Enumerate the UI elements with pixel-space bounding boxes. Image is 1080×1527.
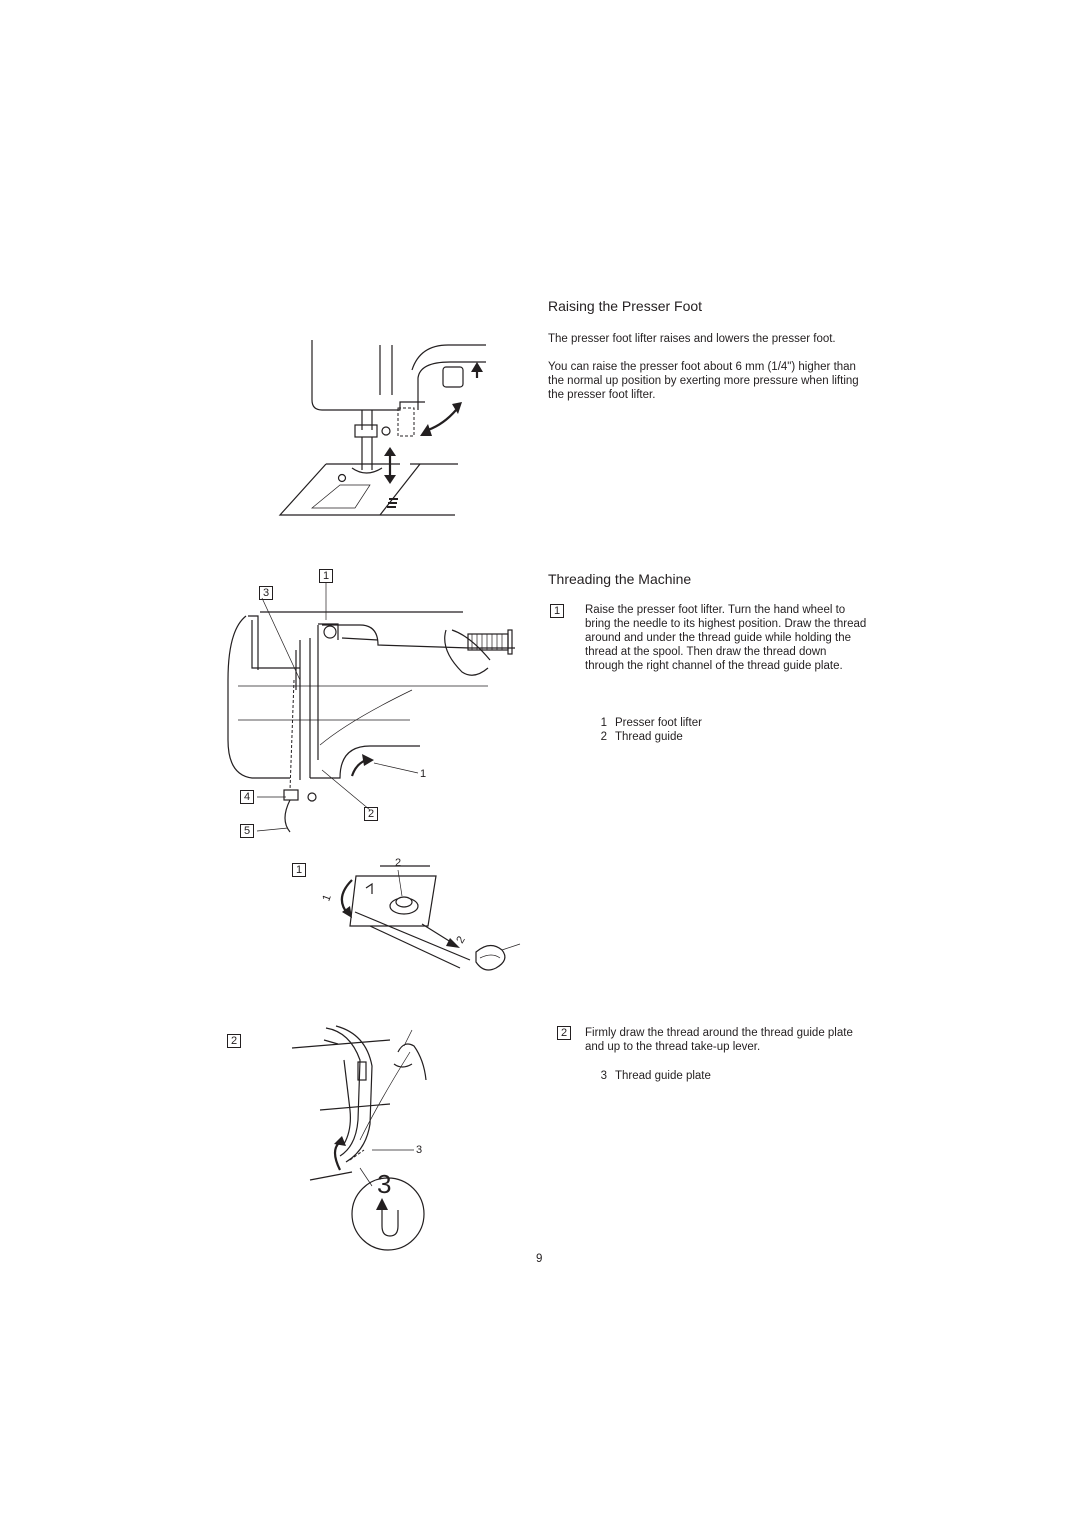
- callout-label: 1: [420, 768, 427, 780]
- legend-label: Thread guide plate: [615, 1070, 711, 1082]
- step-2-box: 2: [557, 1026, 571, 1040]
- page-number: 9: [536, 1253, 543, 1265]
- legend-item: 3 Thread guide plate: [591, 1069, 711, 1083]
- legend-number: 1: [600, 717, 607, 729]
- step-2-figure-box: 2: [227, 1034, 241, 1048]
- zoom-circle-number: 3: [377, 1169, 392, 1199]
- legend-item: 1 Presser foot lifter: [591, 716, 702, 730]
- raise-paragraph-2: You can raise the presser foot about 6 m…: [548, 361, 859, 401]
- legend-label: Presser foot lifter: [615, 717, 702, 729]
- callout-label: 2: [395, 857, 402, 869]
- legend-number: 3: [600, 1070, 607, 1082]
- callout-box: 4: [240, 790, 254, 804]
- callout-box: 1: [319, 569, 333, 583]
- legend-number: 2: [600, 731, 607, 743]
- callout-box: 2: [364, 807, 378, 821]
- step-1-figure-box: 1: [292, 863, 306, 877]
- legend-item: 2 Thread guide: [591, 730, 683, 744]
- raise-heading: Raising the Presser Foot: [548, 298, 703, 314]
- step-1-text: Raise the presser foot lifter. Turn the …: [585, 604, 867, 672]
- step-2-text: Firmly draw the thread around the thread…: [585, 1027, 853, 1053]
- threading-heading: Threading the Machine: [548, 571, 692, 587]
- legend-label: Thread guide: [615, 731, 683, 743]
- step-1-box: 1: [550, 604, 564, 618]
- raise-paragraph-1: The presser foot lifter raises and lower…: [548, 333, 836, 345]
- callout-box: 3: [259, 586, 273, 600]
- callout-box: 5: [240, 824, 254, 838]
- callout-label: 3: [416, 1144, 423, 1156]
